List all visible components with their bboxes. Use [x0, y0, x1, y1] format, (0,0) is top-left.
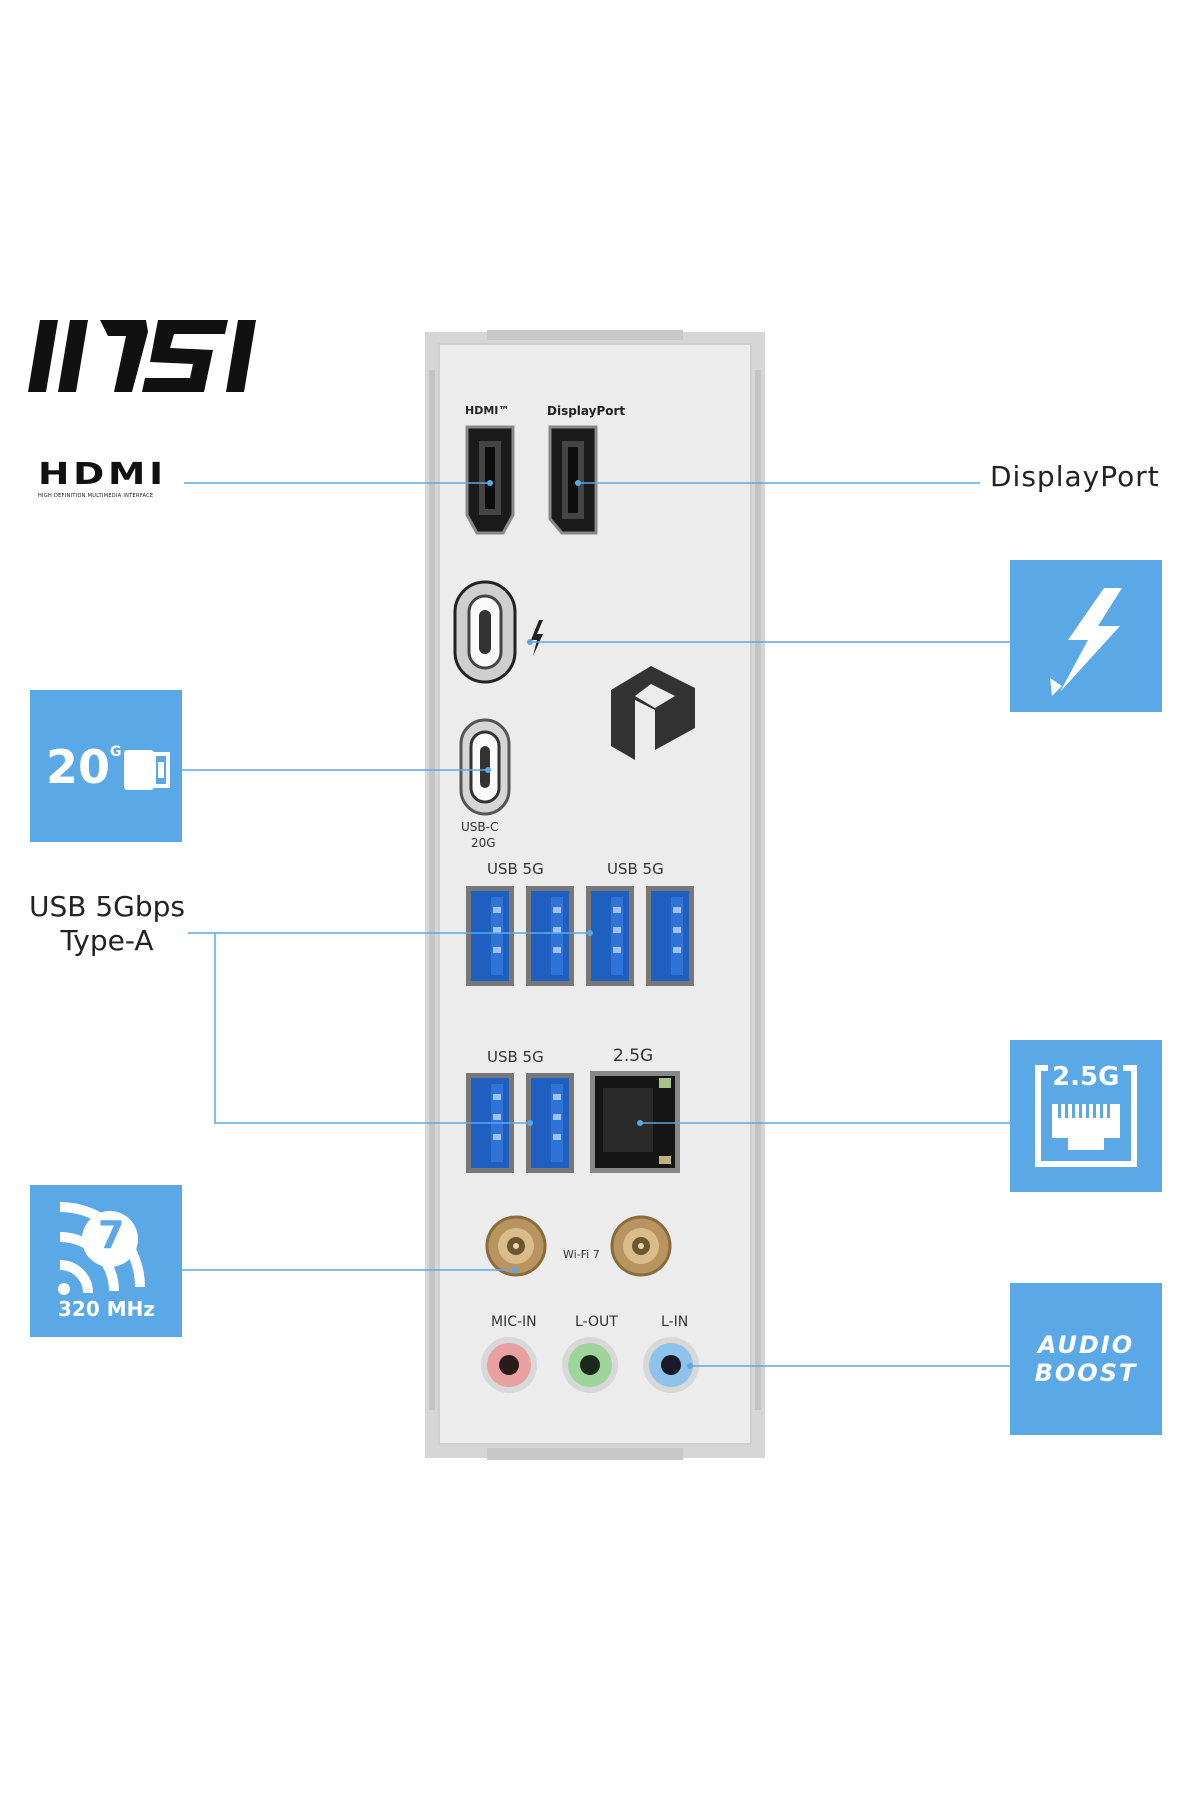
lan-port[interactable]: [589, 1070, 681, 1174]
displayport-port[interactable]: [548, 425, 598, 535]
usb-5gbps-label-line2: Type-A: [60, 924, 154, 957]
usb-c-thunderbolt-port[interactable]: [453, 580, 517, 684]
plate-mic-in-label: MIC-IN: [491, 1314, 537, 1330]
usb-5gbps-label-line1: USB 5Gbps: [28, 890, 186, 923]
hdmi-logo: HDMI HIGH DEFINITION MULTIMEDIA INTERFAC…: [38, 460, 188, 500]
io-shield: HDMI™ DisplayPort USB-C 20G USB 5G USB 5…: [425, 330, 765, 1460]
usb-a-port[interactable]: [525, 885, 575, 987]
usb-drive-icon: [124, 750, 170, 790]
msi-logo-icon: [28, 320, 256, 392]
wifi-band: 320 MHz: [58, 1297, 155, 1321]
audio-boost-line2: BOOST: [1034, 1359, 1138, 1387]
wifi-antenna-connector[interactable]: [485, 1215, 547, 1277]
wifi-badge: 7 320 MHz: [30, 1185, 182, 1337]
plate-hdmi-label: HDMI™: [465, 404, 510, 417]
lan-badge-text: 2.5G: [1048, 1062, 1124, 1092]
usb-a-port[interactable]: [585, 885, 635, 987]
plate-usb-5g-label-b: USB 5G: [607, 860, 664, 878]
line-in-jack[interactable]: [641, 1335, 701, 1395]
usb-a-port[interactable]: [645, 885, 695, 987]
line-out-jack[interactable]: [560, 1335, 620, 1395]
mic-in-jack[interactable]: [479, 1335, 539, 1395]
plate-lan-label: 2.5G: [613, 1046, 654, 1066]
plate-line-in-label: L-IN: [661, 1314, 689, 1330]
thunderbolt-icon: [1050, 588, 1122, 696]
plate-usb-5g-label-a: USB 5G: [487, 860, 544, 878]
wifi-icon: [58, 1202, 145, 1295]
msi-gaming-logo-icon: [605, 650, 705, 760]
plate-line-out-label: L-OUT: [575, 1314, 618, 1330]
hdmi-tagline: HIGH DEFINITION MULTIMEDIA INTERFACE: [38, 493, 154, 499]
lan-badge: 2.5G: [1010, 1040, 1162, 1192]
plate-wifi-label: Wi-Fi 7: [563, 1248, 600, 1261]
usb-20g-unit: G: [110, 744, 122, 760]
usb-20g-value: 20: [46, 740, 111, 794]
hdmi-port[interactable]: [465, 425, 515, 535]
thunderbolt-small-icon: [529, 620, 545, 656]
thunderbolt-badge: [1010, 560, 1162, 712]
msi-logo: [28, 320, 258, 392]
usb-a-port[interactable]: [465, 1072, 515, 1174]
audio-boost-line1: AUDIO: [1037, 1331, 1135, 1359]
usb-a-port[interactable]: [525, 1072, 575, 1174]
wifi-gen: 7: [98, 1213, 125, 1257]
usb-c-20g-port[interactable]: [459, 718, 511, 816]
wifi-antenna-connector[interactable]: [610, 1215, 672, 1277]
usb-5gbps-label: USB 5Gbps Type-A: [22, 890, 192, 958]
plate-displayport-label: DisplayPort: [547, 404, 626, 418]
audio-boost-badge: AUDIO BOOST: [1010, 1283, 1162, 1435]
hdmi-logo-text: HDMI: [38, 457, 167, 492]
plate-usb-5g-label-c: USB 5G: [487, 1048, 544, 1066]
usb-a-port[interactable]: [465, 885, 515, 987]
usb-20g-badge: 20 G: [30, 690, 182, 842]
displayport-label: DisplayPort: [990, 460, 1160, 493]
plate-usbc-label-2: 20G: [471, 836, 496, 850]
plate-usbc-label-1: USB-C: [461, 820, 499, 834]
